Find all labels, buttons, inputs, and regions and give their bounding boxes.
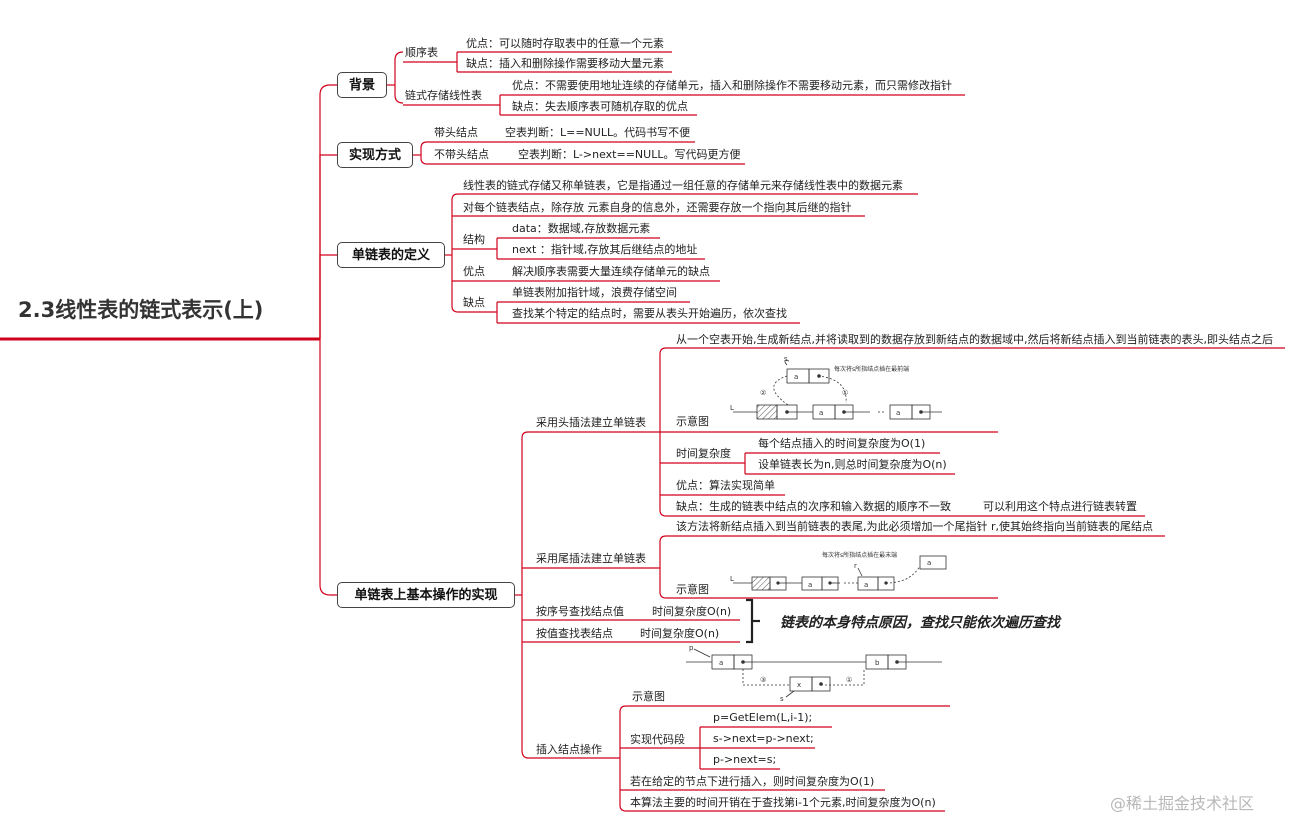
svg-text:a: a [927, 559, 931, 567]
node-def-con: 缺点 [463, 296, 485, 309]
node-def-con-text2: 查找某个特定的结点时，需要从表头开始遍历，依次查找 [512, 307, 787, 320]
svg-text:③: ③ [760, 676, 766, 684]
node-def-line2: 对每个链表结点，除存放 元素自身的信息外，还需要存放一个指向其后继的指针 [463, 201, 852, 214]
node-find-by-index: 按序号查找结点值 [536, 605, 624, 618]
svg-text:a: a [808, 581, 812, 589]
node-structure: 结构 [463, 233, 485, 246]
code-line-2: s->next=p->next; [713, 732, 814, 745]
node-insert-note2: 本算法主要的时间开销在于查找第i-1个元素,时间复杂度为O(n) [630, 796, 936, 809]
node-with-head-desc: 空表判断：L==NULL。代码书写不便 [505, 126, 691, 139]
node-with-head: 带头结点 [434, 126, 478, 139]
svg-text:L: L [730, 575, 734, 583]
node-head-insert-con-note: 可以利用这个特点进行链表转置 [983, 500, 1137, 513]
node-tail-insert: 采用尾插法建立单链表 [536, 552, 646, 565]
node-insert-node: 插入结点操作 [536, 743, 602, 756]
watermark: @稀土掘金技术社区 [1110, 794, 1255, 813]
node-operations[interactable]: 单链表上基本操作的实现 [337, 582, 515, 608]
svg-text:①: ① [846, 676, 852, 684]
tail-insert-figure-caption: 每次将s所指结点插在最末端 [822, 551, 897, 559]
svg-text:①: ① [842, 389, 848, 397]
node-linked-pro: 优点：不需要使用地址连续的存储单元，插入和删除操作不需要移动元素，而只需修改指针 [512, 79, 952, 92]
node-tail-insert-diagram: 示意图 [676, 583, 709, 596]
insert-node-figure: a b x p s ③ ① [686, 645, 942, 703]
node-insert-note1: 若在给定的节点下进行插入，则时间复杂度为O(1) [630, 775, 875, 788]
node-find-by-value-time: 时间复杂度O(n) [640, 627, 720, 640]
svg-text:a: a [864, 581, 868, 589]
node-head-insert-con: 缺点：生成的链表中结点的次序和输入数据的顺序不一致 [676, 500, 951, 513]
svg-text:a: a [719, 659, 723, 667]
node-background[interactable]: 背景 [337, 72, 387, 98]
node-seq-con: 缺点：插入和删除操作需要移动大量元素 [466, 57, 664, 70]
svg-text:r: r [854, 562, 857, 570]
node-without-head-desc: 空表判断：L->next==NULL。写代码更方便 [518, 148, 741, 161]
node-insert-code: 实现代码段 [630, 733, 685, 746]
svg-text:b: b [875, 659, 880, 667]
svg-text:L: L [730, 404, 734, 412]
mindmap-root-title: 2.3线性表的链式表示(上) [18, 298, 264, 322]
tail-insert-figure: La a a r 每次将s所指结点插在最末端 [730, 551, 947, 591]
node-seq-pro: 优点：可以随时存取表中的任意一个元素 [466, 37, 664, 50]
node-linked-con: 缺点：失去顺序表可随机存取的优点 [512, 100, 688, 113]
node-definition[interactable]: 单链表的定义 [337, 242, 445, 268]
node-tail-insert-desc: 该方法将新结点插入到当前链表的表尾,为此必须增加一个尾指针 r,使其始终指向当前… [676, 520, 1154, 533]
head-insert-figure-caption: 每次将s所指结点插在最前端 [834, 365, 909, 373]
code-line-3: p->next=s; [713, 753, 777, 766]
svg-text:a: a [896, 409, 900, 417]
svg-text:a: a [794, 373, 798, 381]
node-head-insert-pro: 优点：算法实现简单 [676, 479, 775, 492]
node-def-con-text1: 单链表附加指针域，浪费存储空间 [512, 286, 677, 299]
node-head-insert: 采用头插法建立单链表 [536, 416, 646, 429]
svg-text:s: s [780, 695, 784, 703]
svg-text:p: p [689, 645, 694, 652]
node-structure-data: data：数据域,存放数据元素 [512, 222, 651, 235]
node-head-insert-time1: 每个结点插入的时间复杂度为O(1) [758, 437, 926, 450]
node-def-pro-text: 解决顺序表需要大量连续存储单元的缺点 [512, 265, 710, 278]
node-find-by-value: 按值查找表结点 [536, 627, 613, 640]
node-head-insert-time: 时间复杂度 [676, 447, 731, 460]
head-insert-figure: a a a sL ② ① 每次将s所指结点插在最前端 [730, 355, 942, 420]
node-seq-list: 顺序表 [405, 46, 438, 59]
node-linked-list: 链式存储线性表 [405, 89, 482, 102]
svg-text:②: ② [760, 389, 766, 397]
find-note: 链表的本身特点原因，查找只能依次遍历查找 [780, 615, 1060, 631]
node-insert-diagram: 示意图 [632, 690, 665, 703]
code-line-1: p=GetElem(L,i-1); [713, 711, 813, 724]
svg-text:s: s [784, 355, 788, 363]
node-structure-next: next ：指针域,存放其后继结点的地址 [512, 243, 698, 256]
node-def-pro: 优点 [463, 265, 485, 278]
svg-text:a: a [819, 409, 823, 417]
svg-text:x: x [797, 681, 801, 689]
node-find-by-index-time: 时间复杂度O(n) [652, 605, 732, 618]
node-head-insert-diagram: 示意图 [676, 415, 709, 428]
node-head-insert-time2: 设单链表长为n,则总时间复杂度为O(n) [758, 458, 947, 471]
node-without-head: 不带头结点 [434, 148, 489, 161]
node-def-line1: 线性表的链式存储又称单链表，它是指通过一组任意的存储单元来存储线性表中的数据元素 [463, 179, 903, 192]
node-head-insert-desc: 从一个空表开始,生成新结点,并将读取到的数据存放到新结点的数据域中,然后将新结点… [676, 333, 1273, 346]
node-implementation[interactable]: 实现方式 [337, 142, 413, 168]
